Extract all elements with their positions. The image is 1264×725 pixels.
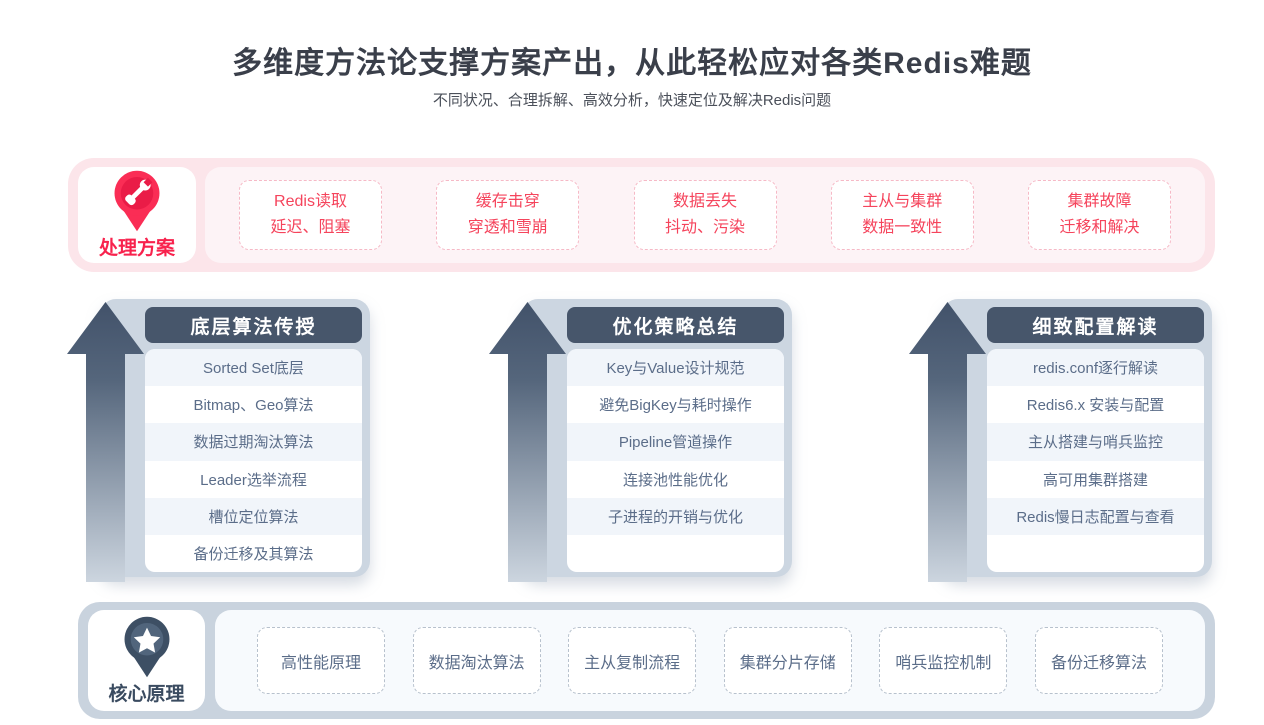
core-panel: 高性能原理 数据淘汰算法 主从复制流程 集群分片存储 哨兵监控机制 备份迁移算法 <box>215 610 1205 711</box>
column-header: 细致配置解读 <box>987 307 1204 343</box>
column-header: 底层算法传授 <box>145 307 362 343</box>
core-label-card: 核心原理 <box>88 610 205 711</box>
list-item-empty <box>567 535 784 572</box>
solutions-label-card: 处理方案 <box>78 167 196 263</box>
core-tag: 主从复制流程 <box>568 627 697 694</box>
star-pin-icon <box>124 616 169 677</box>
page-title: 多维度方法论支撑方案产出，从此轻松应对各类Redis难题 <box>232 47 1032 80</box>
solution-tag: 缓存击穿 穿透和雪崩 <box>436 180 580 250</box>
core-tag: 哨兵监控机制 <box>879 627 1008 694</box>
core-principles-band: 核心原理 高性能原理 数据淘汰算法 主从复制流程 集群分片存储 哨兵监控机制 备… <box>78 602 1215 719</box>
up-arrow-icon <box>909 302 986 582</box>
up-arrow-icon <box>489 302 566 582</box>
core-tag: 集群分片存储 <box>723 627 852 694</box>
list-item: Leader选举流程 <box>200 471 307 489</box>
method-column-configuration: 细致配置解读 redis.conf逐行解读 Redis6.x 安装与配置 主从搭… <box>909 299 1212 582</box>
solution-tag-line2: 迁移和解决 <box>1059 219 1140 236</box>
solution-tag-line2: 数据一致性 <box>862 219 943 236</box>
solution-tag-line1: 数据丢失 <box>672 193 737 210</box>
list-item-empty <box>987 535 1204 572</box>
solution-tag-line2: 延迟、阻塞 <box>270 219 351 236</box>
solution-tag: Redis读取 延迟、阻塞 <box>239 180 382 250</box>
list-item: 高可用集群搭建 <box>1042 471 1148 489</box>
up-arrow-icon <box>67 302 144 582</box>
column-list: Sorted Set底层 Bitmap、Geo算法 数据过期淘汰算法 Leade… <box>145 349 362 572</box>
list-item: Redis慢日志配置与查看 <box>987 497 1204 535</box>
solutions-label: 处理方案 <box>98 238 175 259</box>
list-item: Pipeline管道操作 <box>567 423 784 461</box>
list-item: Redis6.x 安装与配置 <box>1026 397 1165 415</box>
solution-tag: 集群故障 迁移和解决 <box>1028 180 1171 250</box>
list-item: 槽位定位算法 <box>145 497 362 535</box>
method-column-optimization: 优化策略总结 Key与Value设计规范 避免BigKey与耗时操作 Pipel… <box>489 299 792 582</box>
solutions-panel: Redis读取 延迟、阻塞 缓存击穿 穿透和雪崩 数据丢失 抖动、污染 主从与集… <box>205 167 1205 263</box>
method-column-algorithms: 底层算法传授 Sorted Set底层 Bitmap、Geo算法 数据过期淘汰算… <box>67 299 370 582</box>
core-label: 核心原理 <box>108 683 185 705</box>
list-item: Key与Value设计规范 <box>567 349 784 387</box>
solution-tag: 数据丢失 抖动、污染 <box>633 180 777 250</box>
list-item: redis.conf逐行解读 <box>987 349 1204 387</box>
solution-tag-line1: Redis读取 <box>274 193 347 210</box>
list-item: Sorted Set底层 <box>145 349 362 387</box>
list-item: 子进程的开销与优化 <box>567 497 784 535</box>
core-tag: 备份迁移算法 <box>1034 627 1163 694</box>
solution-tag-line1: 主从与集群 <box>862 193 943 210</box>
list-item: 备份迁移及其算法 <box>193 545 314 563</box>
list-item: 主从搭建与哨兵监控 <box>987 423 1204 461</box>
solution-tag-line2: 穿透和雪崩 <box>467 219 548 236</box>
list-item: 连接池性能优化 <box>622 471 728 489</box>
solutions-band: 处理方案 Redis读取 延迟、阻塞 缓存击穿 穿透和雪崩 数据丢失 抖动、污染… <box>68 158 1215 272</box>
list-item: Bitmap、Geo算法 <box>193 397 314 415</box>
solution-tag-line2: 抖动、污染 <box>664 219 745 236</box>
list-item: 数据过期淘汰算法 <box>145 423 362 461</box>
list-item: 避免BigKey与耗时操作 <box>599 397 752 415</box>
page-subtitle: 不同状况、合理拆解、高效分析，快速定位及解决Redis问题 <box>432 92 832 109</box>
column-header: 优化策略总结 <box>567 307 784 343</box>
wrench-pin-icon <box>114 170 160 232</box>
column-list: redis.conf逐行解读 Redis6.x 安装与配置 主从搭建与哨兵监控 … <box>987 349 1204 572</box>
core-tag: 高性能原理 <box>257 627 385 694</box>
core-tag: 数据淘汰算法 <box>412 627 541 694</box>
solution-tag-line1: 集群故障 <box>1067 193 1132 210</box>
solution-tag: 主从与集群 数据一致性 <box>830 180 974 250</box>
solution-tag-line1: 缓存击穿 <box>475 193 540 210</box>
column-list: Key与Value设计规范 避免BigKey与耗时操作 Pipeline管道操作… <box>567 349 784 572</box>
